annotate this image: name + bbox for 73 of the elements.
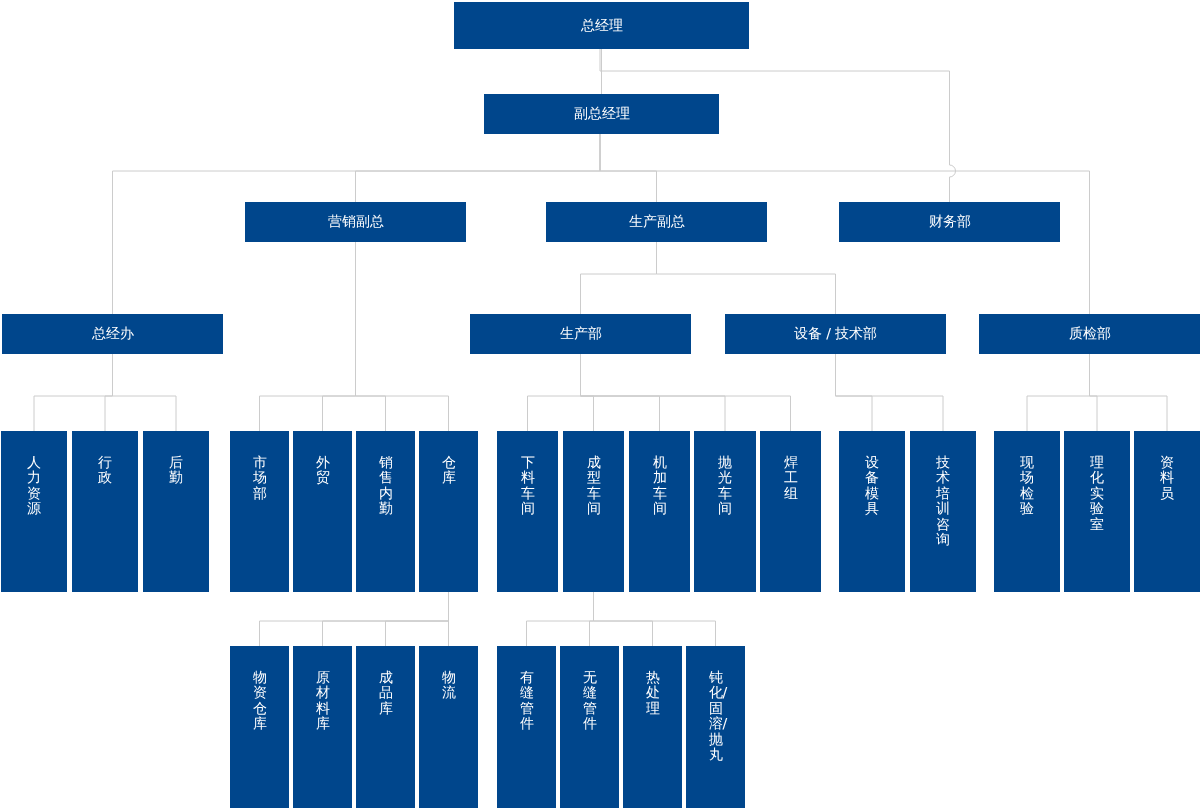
org-unit-box (560, 646, 619, 808)
unit-name: 生产部 (559, 325, 602, 343)
org-unit-box (419, 646, 478, 808)
org-unit-box (839, 202, 1060, 242)
unit-name: 热处理 (645, 670, 660, 717)
org-unit-box (1, 431, 67, 592)
org-unit-box (470, 314, 691, 354)
unit-name: 后勤 (169, 455, 183, 486)
unit-name: 资料员 (1160, 455, 1174, 502)
org-unit-box (230, 431, 289, 592)
unit-name: 生产副总 (628, 213, 685, 231)
unit-name: 外贸 (315, 455, 330, 486)
unit-name: 总经办 (91, 325, 134, 343)
org-unit-box (694, 431, 756, 592)
org-unit-box (1064, 431, 1130, 592)
connector-line (599, 48, 956, 203)
connector-line (601, 48, 602, 95)
unit-name: 设备 / 技术部 (793, 325, 878, 343)
org-unit-box (2, 314, 223, 354)
org-unit-box (546, 202, 767, 242)
org-unit-box (484, 94, 719, 134)
unit-name: 市场部 (252, 455, 267, 502)
unit-name: 物流 (441, 670, 456, 701)
unit-name: 营销副总 (327, 213, 384, 231)
connector-line (448, 591, 449, 647)
org-unit-box (356, 646, 415, 808)
org-unit-box (1134, 431, 1200, 592)
org-unit-box (686, 646, 745, 808)
org-unit-box (760, 431, 821, 592)
org-unit-box (230, 646, 289, 808)
org-unit-box (623, 646, 682, 808)
unit-name: 销售内勤 (378, 455, 393, 517)
unit-name: 现场检验 (1020, 455, 1034, 517)
unit-name: 无缝管件 (582, 670, 597, 732)
unit-name: 行政 (98, 455, 112, 486)
unit-name: 机加车间 (652, 455, 667, 517)
org-unit-box (293, 431, 352, 592)
unit-name: 成型车间 (586, 455, 601, 517)
unit-name: 技术培训咨询 (936, 455, 950, 548)
unit-name: 仓库 (441, 455, 456, 486)
unit-name: 成品库 (378, 670, 393, 717)
unit-name: 总经理 (580, 16, 623, 35)
org-unit-box (979, 314, 1200, 354)
org-unit-box (563, 431, 624, 592)
connector-line (355, 241, 449, 432)
org-unit-box (245, 202, 466, 242)
connector-line (580, 353, 791, 432)
unit-name: 原材料库 (315, 670, 330, 732)
org-unit-box (497, 646, 556, 808)
unit-name: 下料车间 (520, 455, 535, 517)
unit-name: 物资仓库 (252, 670, 267, 732)
org-unit-box (419, 431, 478, 592)
org-unit-box (910, 431, 976, 592)
org-unit-box (143, 431, 209, 592)
org-unit-box (72, 431, 138, 592)
org-unit-box (994, 431, 1060, 592)
unit-name: 设备模具 (865, 455, 879, 517)
org-unit-box (725, 314, 946, 354)
unit-name: 人力资源 (27, 455, 41, 517)
unit-name: 财务部 (928, 213, 971, 231)
unit-name: 焊工组 (783, 455, 798, 502)
org-unit-box (293, 646, 352, 808)
unit-name: 理化实验室 (1090, 455, 1104, 532)
unit-name: 抛光车间 (718, 455, 732, 517)
unit-name: 有缝管件 (519, 670, 534, 732)
unit-name: 质检部 (1068, 325, 1111, 343)
org-unit-box (454, 2, 749, 49)
unit-name: 副总经理 (573, 105, 630, 123)
org-unit-box (497, 431, 558, 592)
connector-line (593, 591, 716, 647)
org-unit-box (356, 431, 415, 592)
org-unit-box (629, 431, 690, 592)
org-unit-box (839, 431, 905, 592)
